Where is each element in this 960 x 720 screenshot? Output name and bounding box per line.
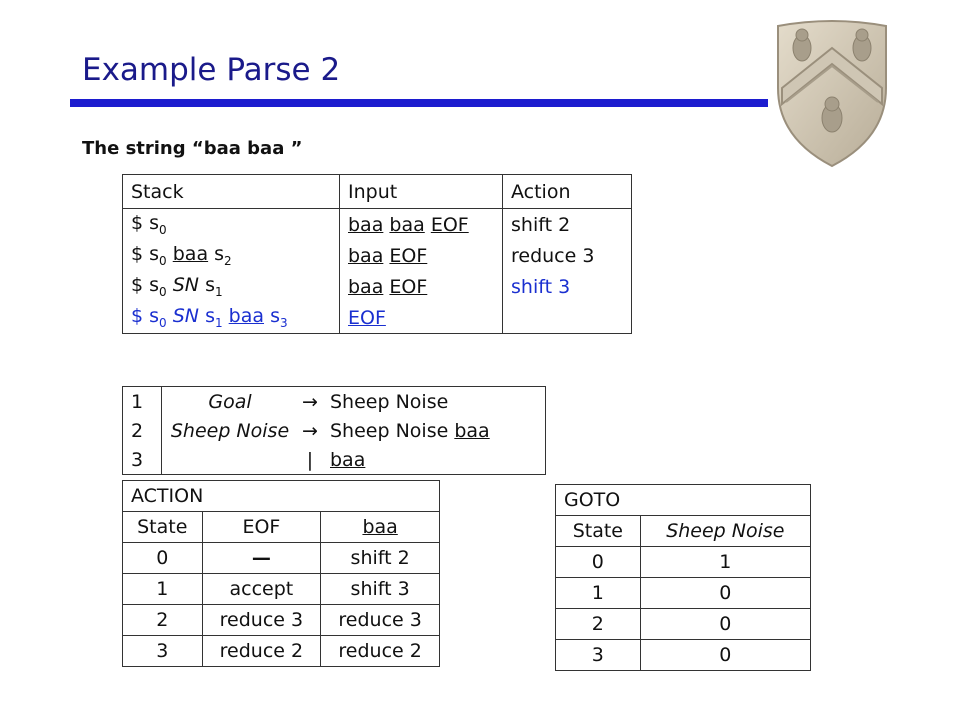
title-rule — [70, 99, 768, 107]
slide-title: Example Parse 2 — [82, 52, 341, 88]
trace-row: $ s0 baa s2 baa EOF reduce 3 — [122, 240, 632, 271]
action-cell — [502, 302, 632, 334]
input-cell: baa EOF — [339, 240, 503, 271]
input-cell: baa baa EOF — [339, 208, 503, 240]
input-cell: baa EOF — [339, 271, 503, 302]
eof-cell: — — [201, 542, 322, 574]
state-cell: 2 — [555, 608, 641, 640]
col-header-stack: Stack — [122, 174, 340, 209]
rule-lhs: Goal — [208, 390, 252, 413]
col-header-baa: baa — [320, 511, 440, 543]
col-header-input: Input — [339, 174, 503, 209]
state-cell: 1 — [555, 577, 641, 609]
state-cell: 1 — [122, 573, 203, 605]
state-cell: 3 — [555, 639, 641, 671]
stack-cell: $ s0 SN s1 — [122, 271, 340, 302]
stack-cell: $ s0 SN s1 baa s3 — [122, 302, 340, 334]
grammar-rule: 2 Sheep Noise → Sheep Noise baa — [122, 416, 546, 445]
grammar-rule: 3 | baa — [122, 445, 546, 475]
parse-trace-table: Stack Input Action $ s0 baa baa EOF shif… — [122, 174, 632, 334]
action-cell: reduce 3 — [502, 240, 632, 271]
rule-lhs — [162, 445, 299, 475]
table-row: 3 reduce 2 reduce 2 — [122, 635, 440, 667]
col-header-state: State — [122, 511, 203, 543]
rule-number: 1 — [122, 386, 162, 416]
rule-rhs: Sheep Noise — [330, 390, 449, 413]
goto-cell: 1 — [639, 546, 812, 578]
stack-cell: $ s0 — [122, 208, 340, 240]
table-row: 0 1 — [555, 546, 812, 578]
action-cell: shift 2 — [502, 208, 632, 240]
trace-row: $ s0 SN s1 baa EOF shift 3 — [122, 271, 632, 302]
rule-lhs: Sheep Noise — [170, 419, 290, 442]
table-row: 1 accept shift 3 — [122, 573, 440, 605]
subtitle: The string “baa baa ” — [82, 138, 303, 159]
table-row: 1 0 — [555, 577, 812, 609]
goto-cell: 0 — [639, 639, 812, 671]
trace-row: $ s0 baa baa EOF shift 2 — [122, 208, 632, 240]
table-row: 2 0 — [555, 608, 812, 640]
action-cell: shift 3 — [502, 271, 632, 302]
col-header-sheep-noise: Sheep Noise — [639, 515, 812, 547]
arrow-icon: → — [302, 390, 318, 413]
table-row: 2 reduce 3 reduce 3 — [122, 604, 440, 636]
state-cell: 0 — [555, 546, 641, 578]
col-header-action: Action — [502, 174, 632, 209]
grammar-table: 1 Goal → Sheep Noise 2 Sheep Noise → She… — [122, 386, 546, 475]
state-cell: 3 — [122, 635, 203, 667]
state-cell: 0 — [122, 542, 203, 574]
goto-table: GOTO State Sheep Noise 0 1 1 0 2 0 3 0 — [555, 484, 812, 671]
state-cell: 2 — [122, 604, 203, 636]
action-caption: ACTION — [122, 480, 440, 512]
col-header-eof: EOF — [201, 511, 322, 543]
arrow-icon: → — [302, 419, 318, 442]
table-row: 0 — shift 2 — [122, 542, 440, 574]
goto-cell: 0 — [639, 577, 812, 609]
goto-cell: 0 — [639, 608, 812, 640]
baa-cell: reduce 2 — [320, 635, 440, 667]
goto-caption: GOTO — [555, 484, 811, 516]
university-crest-icon — [777, 20, 887, 168]
eof-cell: accept — [201, 573, 322, 605]
table-row: 3 0 — [555, 639, 812, 671]
eof-cell: reduce 2 — [201, 635, 322, 667]
stack-cell: $ s0 baa s2 — [122, 240, 340, 271]
rule-rhs: Sheep Noise baa — [330, 419, 490, 442]
action-header-row: State EOF baa — [122, 511, 440, 543]
baa-cell: reduce 3 — [320, 604, 440, 636]
trace-header-row: Stack Input Action — [122, 174, 632, 209]
col-header-state: State — [555, 515, 641, 547]
action-table: ACTION State EOF baa 0 — shift 2 1 accep… — [122, 480, 440, 667]
rule-number: 3 — [122, 445, 162, 475]
goto-header-row: State Sheep Noise — [555, 515, 812, 547]
goto-caption-row: GOTO — [555, 484, 811, 516]
rule-number: 2 — [122, 416, 162, 445]
baa-cell: shift 3 — [320, 573, 440, 605]
eof-cell: reduce 3 — [201, 604, 322, 636]
grammar-rule: 1 Goal → Sheep Noise — [122, 386, 546, 416]
action-caption-row: ACTION — [122, 480, 440, 512]
rule-rhs: baa — [330, 448, 366, 471]
input-cell: EOF — [339, 302, 503, 334]
trace-row: $ s0 SN s1 baa s3 EOF — [122, 302, 632, 334]
baa-cell: shift 2 — [320, 542, 440, 574]
alternative-bar-icon: | — [306, 448, 314, 471]
